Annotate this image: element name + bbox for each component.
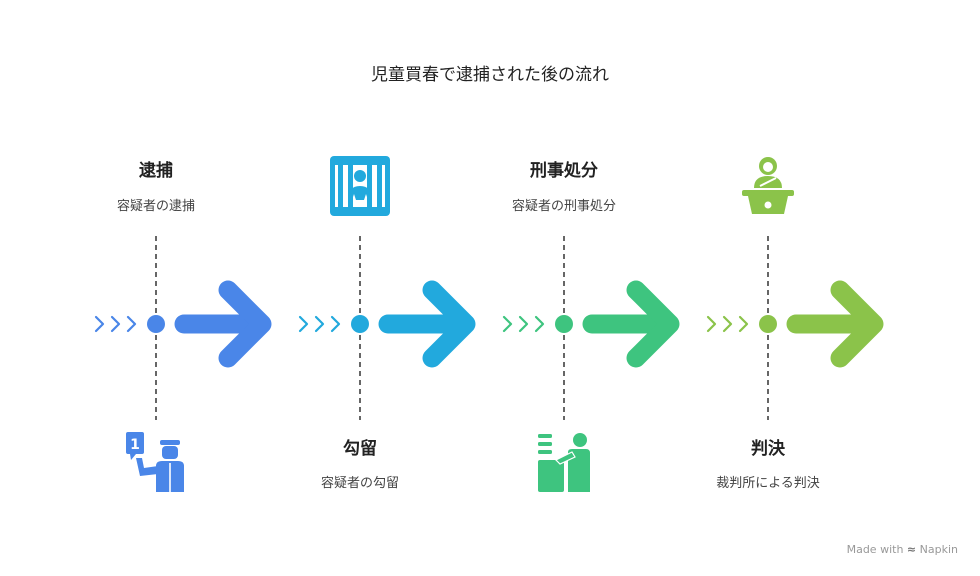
step-2-flow [298, 236, 476, 420]
step-3-chevrons [502, 315, 545, 333]
step-1-flow [94, 236, 272, 420]
step-4-dot [759, 315, 777, 333]
step-1-arrow [174, 280, 272, 368]
step-3-heading: 刑事処分 [530, 161, 598, 181]
step-1-dot [147, 315, 165, 333]
step-2-dot [351, 315, 369, 333]
step-4-flow [706, 236, 884, 420]
step-2-chevrons [298, 315, 341, 333]
step-3-dot [555, 315, 573, 333]
diagram-title: 児童買春で逮捕された後の流れ [371, 65, 609, 85]
step-3-flow [502, 236, 680, 420]
police-officer-icon: 1 [122, 430, 190, 500]
step-3-description: 容疑者の刑事処分 [511, 199, 616, 214]
prisoner-behind-bars-icon [330, 156, 390, 220]
step-4-heading: 判決 [751, 439, 785, 459]
napkin-logo-icon: ≈ [906, 543, 917, 556]
step-4-arrow [786, 280, 884, 368]
step-1-description: 容疑者の逮捕 [116, 199, 195, 214]
step-4-chevrons [706, 315, 749, 333]
step-4-description: 裁判所による判決 [716, 476, 820, 491]
napkin-footer: Made with ≈ Napkin [847, 543, 958, 556]
step-2-arrow [378, 280, 476, 368]
step-3-arrow [582, 280, 680, 368]
svg-text:1: 1 [130, 437, 140, 453]
footer-prefix: Made with [846, 543, 904, 556]
judge-at-podium-icon [740, 154, 796, 220]
step-1-heading: 逮捕 [139, 161, 173, 181]
step-1-chevrons [94, 315, 137, 333]
footer-brand: Napkin [919, 543, 958, 556]
step-2-description: 容疑者の勾留 [320, 476, 399, 491]
prosecutor-at-desk-icon [534, 430, 596, 498]
step-2-heading: 勾留 [343, 439, 377, 459]
